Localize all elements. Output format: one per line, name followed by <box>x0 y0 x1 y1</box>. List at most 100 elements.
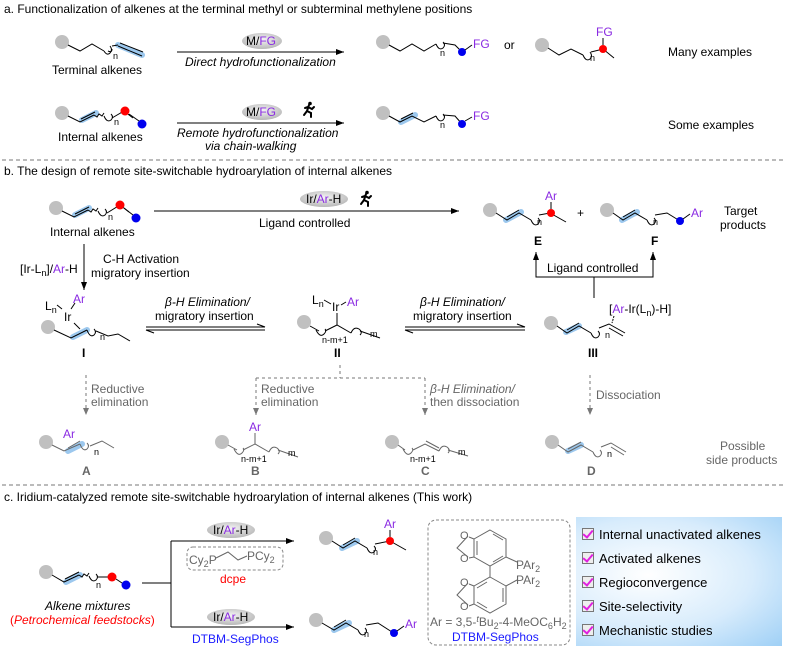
some-examples-note: Some examples <box>668 118 754 132</box>
svg-text:n: n <box>607 449 612 459</box>
equilibrium-arrows-1 <box>145 323 266 334</box>
internal-alkenes-label: Internal alkenes <box>50 225 135 239</box>
svg-text:Ar: Ar <box>249 420 261 434</box>
reagent-label-top: Ir/Ar-H <box>213 523 248 537</box>
feature-label: Activated alkenes <box>599 550 701 566</box>
svg-text:Ir: Ir <box>332 300 339 314</box>
intermediate-II-label: II <box>334 346 341 360</box>
svg-text:Ar: Ar <box>347 295 359 309</box>
feature-label: Mechanistic studies <box>599 622 713 638</box>
equilibrium-2-caption-1: β-H Elimination/ <box>419 295 507 309</box>
svg-text:n: n <box>590 53 595 63</box>
dtbm-segphos-box-label: DTBM-SegPhos <box>452 630 539 644</box>
checkbox-checked-icon <box>582 576 594 588</box>
side-product-A-label: A <box>82 464 91 478</box>
reagent-label-bottom: Ir/Ar-H <box>213 610 248 624</box>
branched-aryl-product-structure: n Ar <box>319 517 407 557</box>
intermediate-I-label: I <box>82 346 85 360</box>
arrow-caption: Direct hydrofunctionalization <box>185 55 336 69</box>
ligand-controlled-bracket <box>533 252 595 298</box>
intermediate-I-structure: Ln Ir Ar n <box>41 292 131 342</box>
reagent-pill <box>242 104 282 120</box>
dcpe-label: dcpe <box>220 572 246 586</box>
checkbox-checked-icon <box>582 624 594 636</box>
petrochemical-feedstocks-label: (Petrochemical feedstocks) <box>10 613 155 627</box>
dcpe-ligand-box <box>186 546 284 571</box>
product-E-label: E <box>534 234 542 248</box>
svg-text:PAr2: PAr2 <box>516 558 540 574</box>
substituent-ball <box>55 35 69 49</box>
many-examples-note: Many examples <box>668 45 752 59</box>
feature-item: Activated alkenes <box>582 546 782 570</box>
side-product-B-label: B <box>251 464 260 478</box>
internal-alkenes-label: Internal alkenes <box>58 130 143 144</box>
svg-text:PCy2: PCy2 <box>247 549 275 565</box>
path-A-caption-1: Reductive <box>91 382 145 396</box>
or-label: or <box>504 38 515 52</box>
svg-text:Ar: Ar <box>384 517 396 531</box>
svg-text:Ar: Ar <box>63 427 75 441</box>
svg-text:n: n <box>114 117 119 127</box>
product-F-structure: n Ar <box>600 203 703 227</box>
path-B-caption-1: Reductive <box>261 382 315 396</box>
target-products-label-2: products <box>720 218 766 232</box>
feature-item: Regioconvergence <box>582 570 782 594</box>
target-products-label-1: Target <box>724 204 758 218</box>
equilibrium-1-caption-1: β-H Elimination/ <box>164 295 252 309</box>
svg-text:n: n <box>440 48 445 58</box>
reagent-pill <box>242 33 282 49</box>
ch-activation-caption-2: migratory insertion <box>91 266 190 280</box>
svg-text:n: n <box>113 51 118 61</box>
svg-text:Cy2P: Cy2P <box>189 553 217 569</box>
checkbox-checked-icon <box>582 600 594 612</box>
dtbm-segphos-structure: O O PAr2 O O PAr2 <box>456 529 540 614</box>
feature-item: Mechanistic studies <box>582 618 782 642</box>
svg-text:m: m <box>370 329 378 339</box>
svg-text:O: O <box>460 553 469 565</box>
feature-item: Internal unactivated alkenes <box>582 522 782 546</box>
side-product-D-structure: n <box>545 435 627 459</box>
svg-text:Ln: Ln <box>45 299 57 315</box>
equilibrium-2-caption-2: migratory insertion <box>413 309 512 323</box>
svg-text:n: n <box>364 629 369 639</box>
reagent-pill <box>207 609 255 625</box>
svg-text:n: n <box>605 330 610 340</box>
intermediate-II-structure: Ln Ir Ar n-m+1 m <box>297 293 381 345</box>
running-man-icon <box>303 101 315 118</box>
svg-text:n: n <box>94 447 99 457</box>
svg-text:O: O <box>460 601 469 613</box>
path-B-caption-2: elimination <box>261 395 318 409</box>
linear-aryl-product-structure: n Ar <box>309 613 417 639</box>
side-product-C-label: C <box>421 464 430 478</box>
features-panel: Internal unactivated alkenes Activated a… <box>576 517 782 646</box>
feature-label: Internal unactivated alkenes <box>599 526 761 542</box>
terminal-alkenes-label: Terminal alkenes <box>52 63 142 77</box>
side-product-C-structure: n-m+1 m <box>385 435 469 464</box>
svg-text:n-m+1: n-m+1 <box>241 454 267 464</box>
svg-text:n: n <box>653 217 658 227</box>
feature-item: Site-selectivity <box>582 594 782 618</box>
reagent-label: Ir/Ar-H <box>306 192 341 206</box>
svg-text:m: m <box>458 447 466 457</box>
internal-alkene-structure: n <box>49 200 141 223</box>
side-product-D-label: D <box>587 464 596 478</box>
aryl-definition: Ar = 3,5-tBu2-4-MeOC6H2 <box>430 614 567 631</box>
running-man-icon <box>360 190 372 207</box>
internal-alkene-structure: n <box>55 106 147 129</box>
svg-text:Ar: Ar <box>545 189 557 203</box>
dcpe-structure: Cy2P PCy2 <box>189 549 275 569</box>
equilibrium-1-caption-2: migratory insertion <box>155 309 254 323</box>
checkbox-checked-icon <box>582 552 594 564</box>
section-b-title: b. The design of remote site-switchable … <box>4 164 392 178</box>
arrow-caption-2: via chain-walking <box>205 139 297 153</box>
svg-text:Ln: Ln <box>312 293 324 309</box>
linear-product-structure: n FG <box>376 35 490 58</box>
reagent-label: M/FG <box>246 34 276 48</box>
svg-text:n: n <box>537 217 542 227</box>
ch-activation-caption-1: C-H Activation <box>103 252 179 266</box>
fg-label: FG <box>596 25 613 39</box>
intermediate-III-label: III <box>588 346 598 360</box>
reagent-label: M/FG <box>246 105 276 119</box>
path-D-caption: Dissociation <box>596 388 661 402</box>
